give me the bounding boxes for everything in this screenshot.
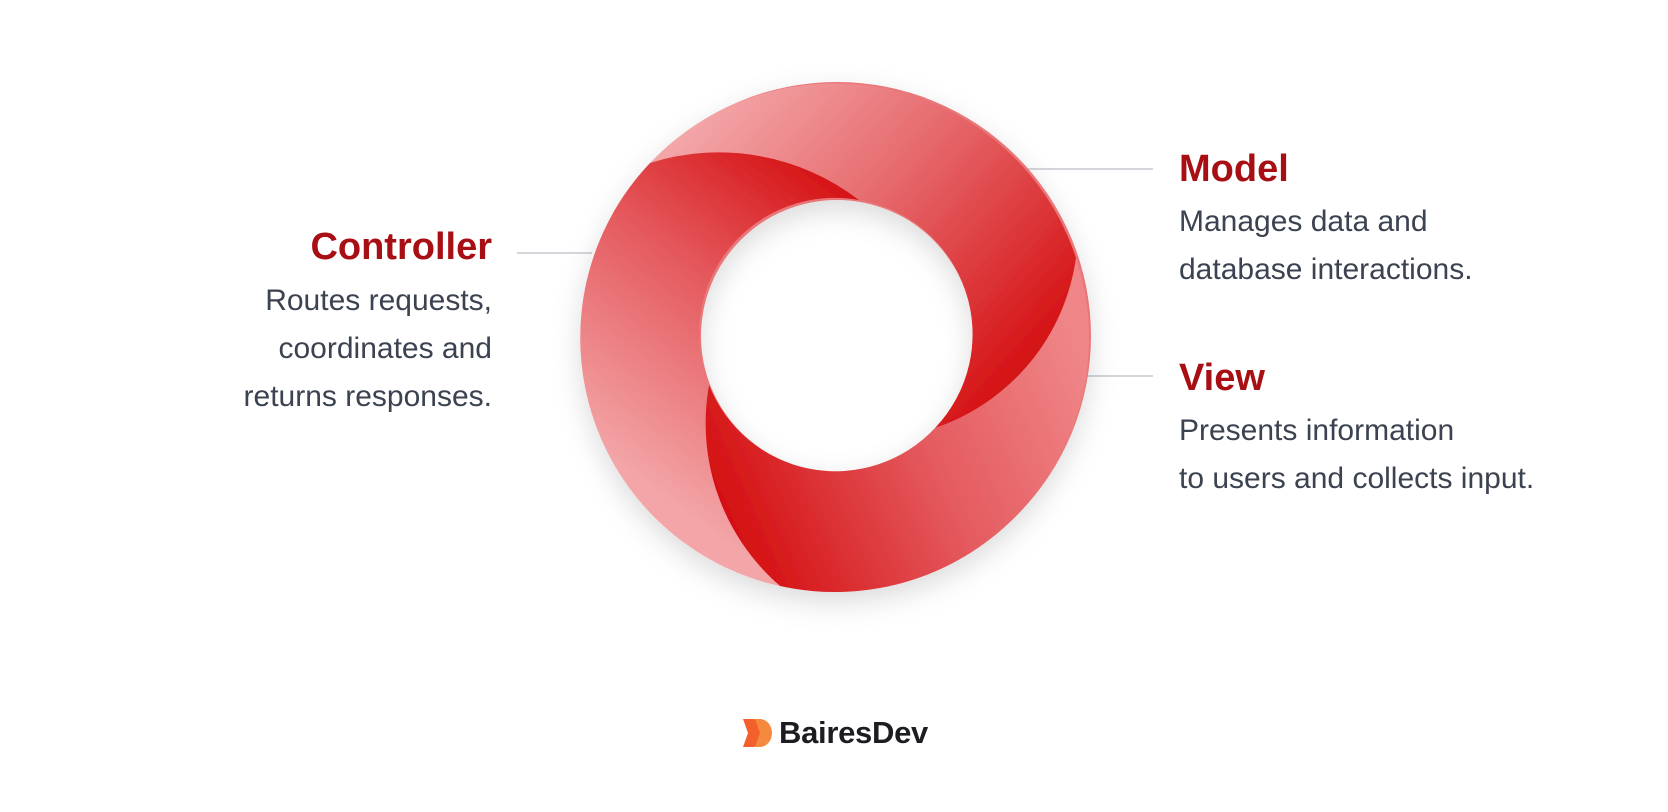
ring-segment-model [650, 83, 1076, 428]
brand-name: BairesDev [779, 715, 928, 750]
controller-title: Controller [310, 226, 492, 268]
mvc-ring [580, 82, 1091, 593]
bairesdev-logo: BairesDev [739, 713, 928, 753]
bairesdev-logo-icon [743, 719, 772, 747]
controller-description-line: returns responses. [243, 380, 492, 413]
model-description: Manages data and database interactions. [1179, 198, 1473, 294]
model-description-line: database interactions. [1179, 253, 1473, 286]
ring-segment-view [705, 258, 1089, 593]
ring-segment-controller [580, 152, 859, 586]
controller-description-line: coordinates and [278, 332, 493, 365]
model-title: Model [1179, 148, 1289, 190]
controller-description: Routes requests, coordinates and returns… [244, 277, 492, 421]
view-description-line: Presents information [1179, 414, 1455, 447]
controller-description-line: Routes requests, [265, 284, 492, 317]
view-description-line: to users and collects input. [1179, 462, 1535, 495]
view-title: View [1179, 357, 1265, 399]
view-description: Presents information to users and collec… [1179, 407, 1534, 503]
model-description-line: Manages data and [1179, 205, 1428, 238]
